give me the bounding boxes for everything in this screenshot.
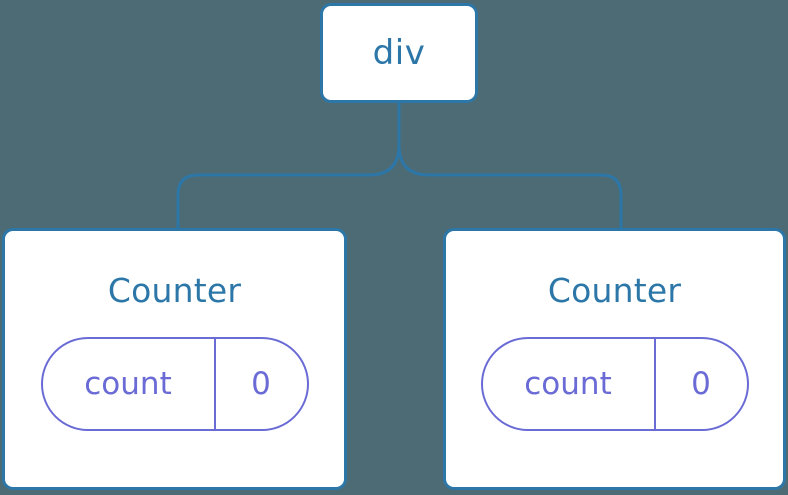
state-value-label: 0 bbox=[691, 365, 711, 402]
state-key-label: count bbox=[43, 339, 216, 429]
root-node-label: div bbox=[372, 33, 426, 73]
state-value-label: 0 bbox=[251, 365, 271, 402]
counter-title: Counter bbox=[547, 271, 682, 310]
tree-node-counter-0[interactable]: Counter count 0 bbox=[2, 228, 347, 490]
tree-node-root[interactable]: div bbox=[320, 3, 478, 103]
state-pill[interactable]: count 0 bbox=[480, 337, 749, 431]
state-key-label: count bbox=[483, 339, 656, 429]
state-pill[interactable]: count 0 bbox=[40, 337, 309, 431]
counter-title: Counter bbox=[107, 271, 242, 310]
tree-node-counter-1[interactable]: Counter count 0 bbox=[443, 228, 786, 490]
